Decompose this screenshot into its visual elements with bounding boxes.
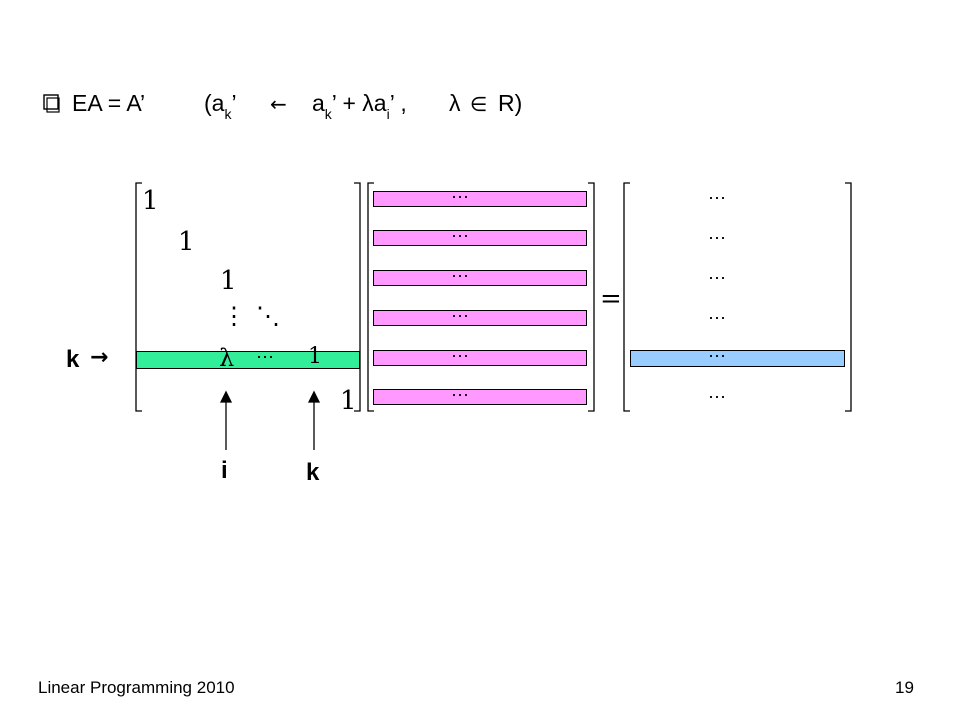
matrix-a-left-bracket <box>367 182 374 412</box>
column-i-label: i <box>221 457 228 484</box>
matrix-a-row-6 <box>373 389 587 405</box>
matrix-e-diag-3: 1 <box>220 266 237 296</box>
equation-rule: (ak’ <box>204 90 237 122</box>
matrix-a-row-6-dots: ⋯ <box>451 385 470 406</box>
element-of-icon: ∈ <box>470 92 488 116</box>
matrix-result-row-6-dots: ⋯ <box>708 387 727 408</box>
matrix-a-row-3-dots: ⋯ <box>451 266 470 287</box>
col-k-arrow-head <box>307 390 321 403</box>
real-set-label: R) <box>498 90 523 116</box>
matrix-a-row-3 <box>373 270 587 286</box>
matrix-result-row-k <box>630 350 845 367</box>
matrix-e-left-bracket <box>135 182 142 412</box>
square-bullet-icon <box>43 94 60 113</box>
matrix-a-right-bracket <box>588 182 595 412</box>
matrix-a-row-1-dots: ⋯ <box>451 187 470 208</box>
matrix-a-row-2 <box>373 230 587 246</box>
matrix-a-row-4 <box>373 310 587 326</box>
matrix-e-row-one: 1 <box>308 344 322 369</box>
equals-sign: = <box>600 284 622 314</box>
equation-lhs: EA = A’ <box>72 90 146 116</box>
matrix-result-row-3-dots: ⋯ <box>708 268 727 289</box>
row-k-label: k <box>66 346 80 373</box>
matrix-e-lambda: λ <box>219 344 235 372</box>
column-k-label: k <box>306 459 320 486</box>
matrix-result-row-5-dots: ⋯ <box>708 346 727 367</box>
equation-rhs: ak’ + λai’ , <box>312 90 407 122</box>
matrix-a-row-4-dots: ⋯ <box>451 306 470 327</box>
matrix-e-diag-2: 1 <box>178 227 195 257</box>
col-i-arrow-head <box>219 390 233 403</box>
title-line: EA = A’ (ak’ ← ak’ + λai’ , λ ∈ R) <box>42 86 742 126</box>
lambda-symbol: λ <box>449 90 461 116</box>
matrix-e-row-hdots: ⋯ <box>256 347 275 368</box>
page-number: 19 <box>895 678 914 697</box>
matrix-a-row-1 <box>373 191 587 207</box>
footer-course: Linear Programming 2010 <box>38 678 235 697</box>
left-arrow-icon: ← <box>270 92 287 116</box>
right-arrow-icon: → <box>90 345 109 370</box>
matrix-e-vdots: ⋮ <box>222 302 246 330</box>
matrix-result-right-bracket <box>845 182 852 412</box>
matrix-e-diag-1: 1 <box>142 186 159 216</box>
matrix-a-row-5-dots: ⋯ <box>451 346 470 367</box>
matrix-result-row-2-dots: ⋯ <box>708 228 727 249</box>
matrix-e-diag-last: 1 <box>340 386 357 416</box>
matrix-result-row-4-dots: ⋯ <box>708 308 727 329</box>
matrix-result-row-1-dots: ⋯ <box>708 188 727 209</box>
matrix-e-ddots: ⋱ <box>256 302 280 330</box>
matrix-result-left-bracket <box>623 182 630 412</box>
matrix-a-row-5 <box>373 350 587 366</box>
matrix-e-row-k <box>136 351 360 369</box>
matrix-a-row-2-dots: ⋯ <box>451 226 470 247</box>
matrix-e-right-bracket <box>354 182 361 412</box>
